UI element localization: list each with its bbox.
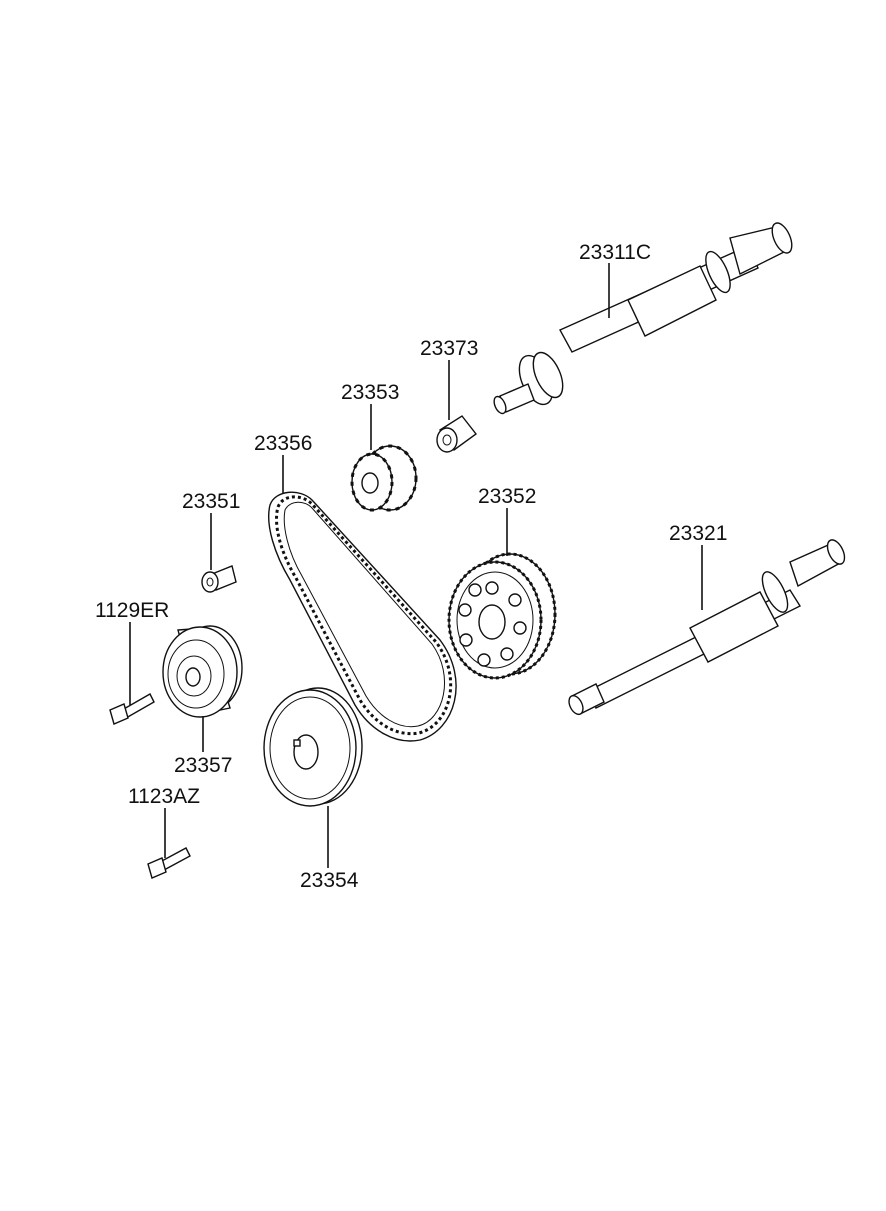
flange-part <box>263 687 363 807</box>
shaft-label: 23321 <box>669 522 727 545</box>
bolt-flange-part <box>147 847 191 879</box>
flange-label: 23354 <box>300 869 359 892</box>
bolt-small-label: 23351 <box>182 490 240 513</box>
bolt-idler-part <box>109 693 155 725</box>
crank-sprocket-label: 23353 <box>341 381 399 404</box>
idler-part <box>162 625 243 718</box>
bush-label: 23373 <box>420 337 478 360</box>
camshaft-label: 23311C <box>579 241 651 264</box>
crank-sprocket-part <box>350 444 418 512</box>
shaft-part <box>568 539 846 716</box>
timing-belt-part <box>268 491 457 742</box>
cam-pulley-label: 23352 <box>478 485 536 508</box>
cam-pulley-part <box>447 552 557 680</box>
bolt-small-part <box>201 565 237 593</box>
bolt-idler-label: 1129ER <box>95 599 169 622</box>
timing-belt-label: 23356 <box>254 432 312 455</box>
bush-part <box>436 415 477 453</box>
idler-label: 23357 <box>174 754 232 777</box>
bolt-flange-label: 1123AZ <box>128 785 200 808</box>
camshaft-part <box>493 222 793 415</box>
